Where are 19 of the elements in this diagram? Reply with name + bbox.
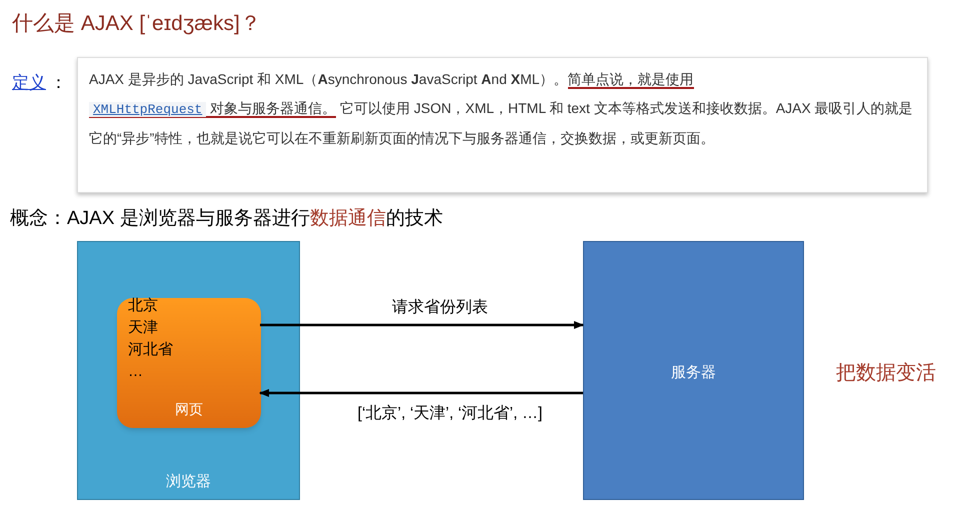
- list-item: 天津: [128, 318, 159, 338]
- arrow: [260, 321, 584, 329]
- node-label: 服务器: [670, 363, 717, 383]
- side-note: 把数据变活: [836, 361, 936, 386]
- code-link: XMLHttpRequest: [89, 102, 206, 117]
- concept-text: 概念：AJAX 是浏览器与服务器进行数据通信的技术: [10, 207, 443, 231]
- list-item: …: [128, 362, 144, 382]
- browser-box: [77, 241, 300, 500]
- node-label: 浏览器: [165, 472, 212, 492]
- list-item: 河北省: [128, 340, 173, 360]
- arrow: [259, 389, 583, 397]
- definition-link: 定义: [12, 72, 46, 94]
- colon: ：: [50, 72, 67, 94]
- node-label: 网页: [174, 400, 204, 419]
- definition-text: AJAX 是异步的 JavaScript 和 XML（Asynchronous JavaScript And XML）。简单点说，就是使用 XMLHttpRequest 对象与服务器通信。 它可以使用 JSON，XML，HTML 和 text 文本等格式发送和接收数据。AJAX 最吸引人的就是它的“异步”特性，也就是说它可以在不重新刷新页面的情况下与服务器通信，交换数据，或更新页面。: [89, 70, 914, 148]
- list-item: 北京: [128, 296, 159, 316]
- server-box: [583, 241, 804, 500]
- webpage-box: [117, 298, 261, 428]
- title: 什么是 AJAX [ˈeɪdʒæks]？: [12, 11, 261, 37]
